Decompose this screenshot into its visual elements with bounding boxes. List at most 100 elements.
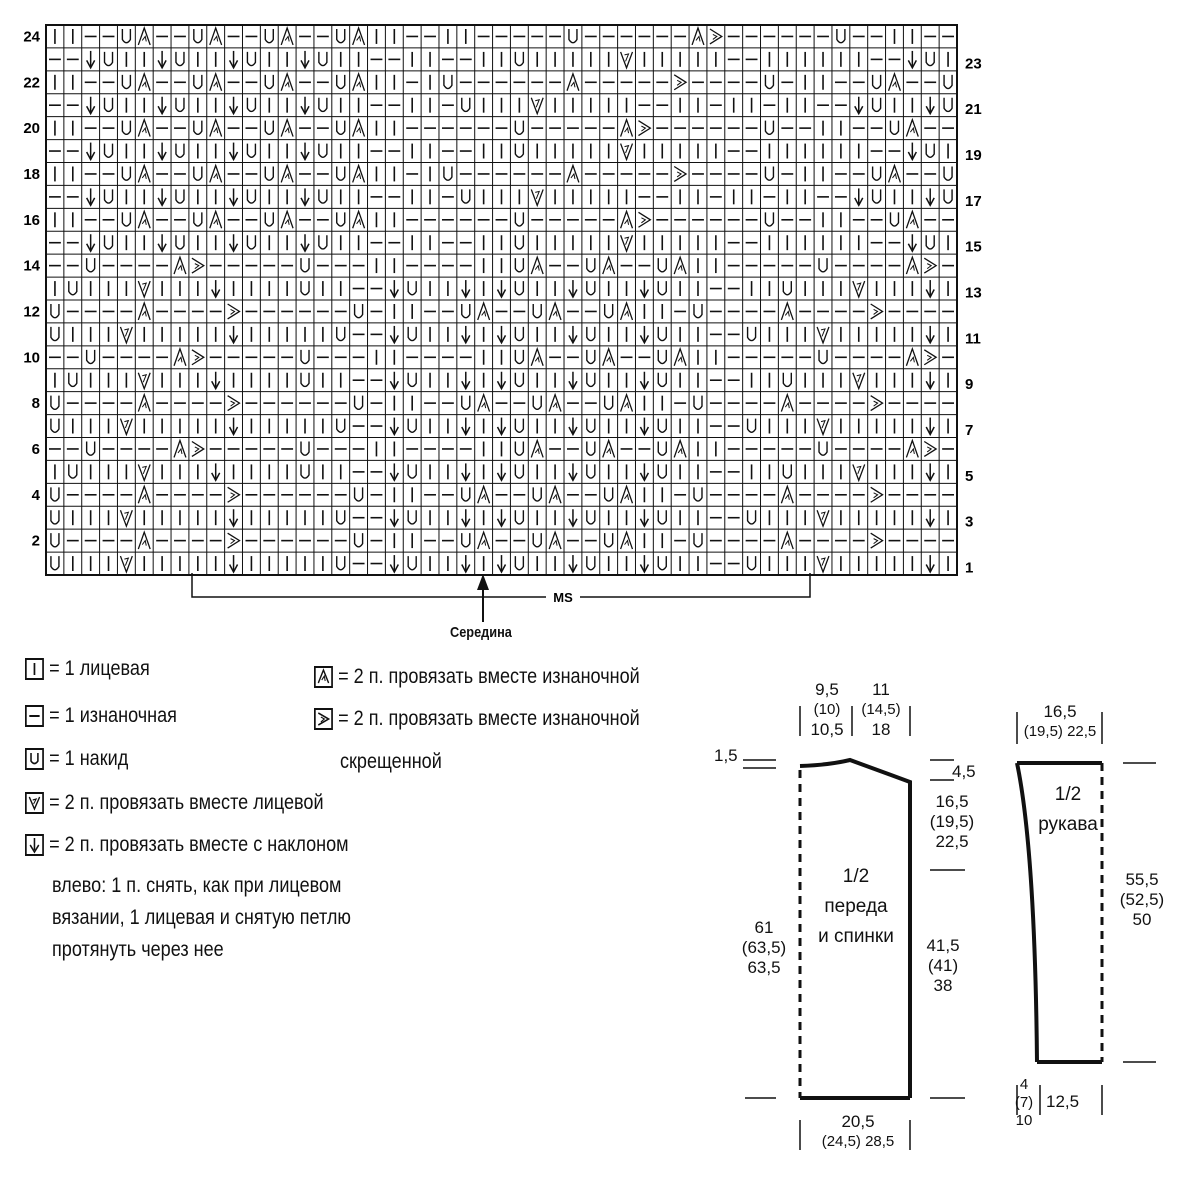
chart-border xyxy=(45,24,958,576)
chart-cell xyxy=(85,258,96,273)
chart-cell xyxy=(461,509,471,528)
chart-cell xyxy=(548,530,562,550)
chart-cell xyxy=(121,166,132,181)
chart-cell xyxy=(566,71,580,91)
chart-cell xyxy=(300,464,310,479)
shoulder-drop-label: 4,5 xyxy=(952,762,976,781)
chart-cell xyxy=(496,509,507,528)
chart-cell xyxy=(389,555,399,574)
ms-label: MS xyxy=(553,590,573,605)
chart-cell xyxy=(871,166,882,181)
chart-cell xyxy=(336,326,346,342)
chart-cell xyxy=(530,438,544,458)
sleeve-bottom-label: 12,5 xyxy=(1046,1092,1080,1111)
row-number-left: 4 xyxy=(32,487,41,504)
chart-cell xyxy=(602,438,616,458)
row-number-right: 15 xyxy=(965,239,982,256)
chart-cell xyxy=(852,280,866,299)
chart-cell xyxy=(514,212,525,227)
chart-cell xyxy=(514,464,525,479)
legend-k2tog: = 2 п. провязать вместе лицевой xyxy=(25,790,324,816)
chart-cell xyxy=(548,392,562,412)
chart-cell xyxy=(193,212,203,227)
chart-cell xyxy=(50,556,60,571)
chart-cell xyxy=(336,418,346,433)
chart-cell xyxy=(496,325,507,345)
chart-cell xyxy=(119,418,133,437)
chart-cell xyxy=(639,417,650,437)
chart-cell xyxy=(119,326,133,345)
chart-cell xyxy=(907,50,918,70)
chart-cell xyxy=(228,188,239,207)
chart-cell xyxy=(780,484,794,504)
chart-cell xyxy=(300,349,310,365)
chart-cell xyxy=(657,258,667,273)
chart-cell xyxy=(352,163,366,183)
row-number-right: 23 xyxy=(965,55,982,72)
row-number-right: 3 xyxy=(965,514,973,531)
chart-cell xyxy=(673,165,688,182)
chart-cell xyxy=(193,74,203,90)
chart-cell xyxy=(514,441,525,456)
ssk-arrow-symbol-icon xyxy=(25,834,44,856)
chart-cell xyxy=(923,257,938,274)
chart-cell xyxy=(353,395,364,411)
chart-cell xyxy=(603,487,614,502)
chart-cell xyxy=(228,509,239,528)
chart-cell xyxy=(514,349,525,365)
chart-cell xyxy=(477,530,491,550)
chart-cell xyxy=(923,440,938,457)
chart-cell xyxy=(336,166,346,181)
chart-cell xyxy=(925,51,935,67)
chart-cell xyxy=(175,189,185,204)
chart-cell xyxy=(389,417,399,437)
chart-cell xyxy=(137,163,151,183)
chart-cell xyxy=(780,392,794,412)
chart-cell xyxy=(300,188,310,207)
chart-cell xyxy=(870,303,884,320)
chart-cell xyxy=(353,487,364,502)
chart-cell xyxy=(586,441,596,456)
chart-cell xyxy=(228,50,239,70)
chart-cell xyxy=(300,441,310,456)
chart-cell xyxy=(925,235,935,250)
chart-cell xyxy=(657,418,667,433)
chart-cell xyxy=(925,325,935,345)
chart-cell xyxy=(496,417,507,437)
row-number-left: 16 xyxy=(23,212,40,229)
chart-cell xyxy=(119,555,133,574)
row-number-left: 24 xyxy=(23,28,40,45)
chart-cell xyxy=(157,50,167,70)
chart-cell xyxy=(137,484,151,504)
chart-cell xyxy=(602,346,616,366)
chart-cell xyxy=(530,255,544,275)
chart-cell xyxy=(352,209,366,229)
chart-cell xyxy=(586,326,596,342)
chart-cell xyxy=(514,418,525,433)
chart-cell xyxy=(50,395,60,411)
chart-cell xyxy=(389,463,399,482)
chart-cell xyxy=(407,281,417,296)
chart-cell xyxy=(121,212,132,227)
legend-knit: = 1 лицевая xyxy=(25,656,150,682)
chart-cell xyxy=(673,346,687,366)
chart-cell xyxy=(870,395,884,412)
chart-cell xyxy=(193,166,203,181)
chart-cell xyxy=(586,349,596,365)
chart-cell xyxy=(836,29,846,44)
chart-cell xyxy=(191,440,205,457)
chart-cell xyxy=(336,74,346,90)
chart-cell xyxy=(85,234,96,253)
legend-p2tog: = 2 п. провязать вместе изнаночной xyxy=(314,664,640,690)
chart-cell xyxy=(300,281,310,296)
chart-cell xyxy=(300,50,310,70)
chart-cell xyxy=(657,349,667,365)
chart-cell xyxy=(336,510,346,525)
chart-cell xyxy=(407,464,417,479)
chart-cell xyxy=(586,281,596,296)
chart-cell xyxy=(889,212,900,227)
chart-cell xyxy=(871,189,882,204)
chart-cell xyxy=(603,304,614,319)
chart-cell xyxy=(50,304,60,319)
legend-p2tog-tbl: = 2 п. провязать вместе изнаночной xyxy=(314,706,640,732)
